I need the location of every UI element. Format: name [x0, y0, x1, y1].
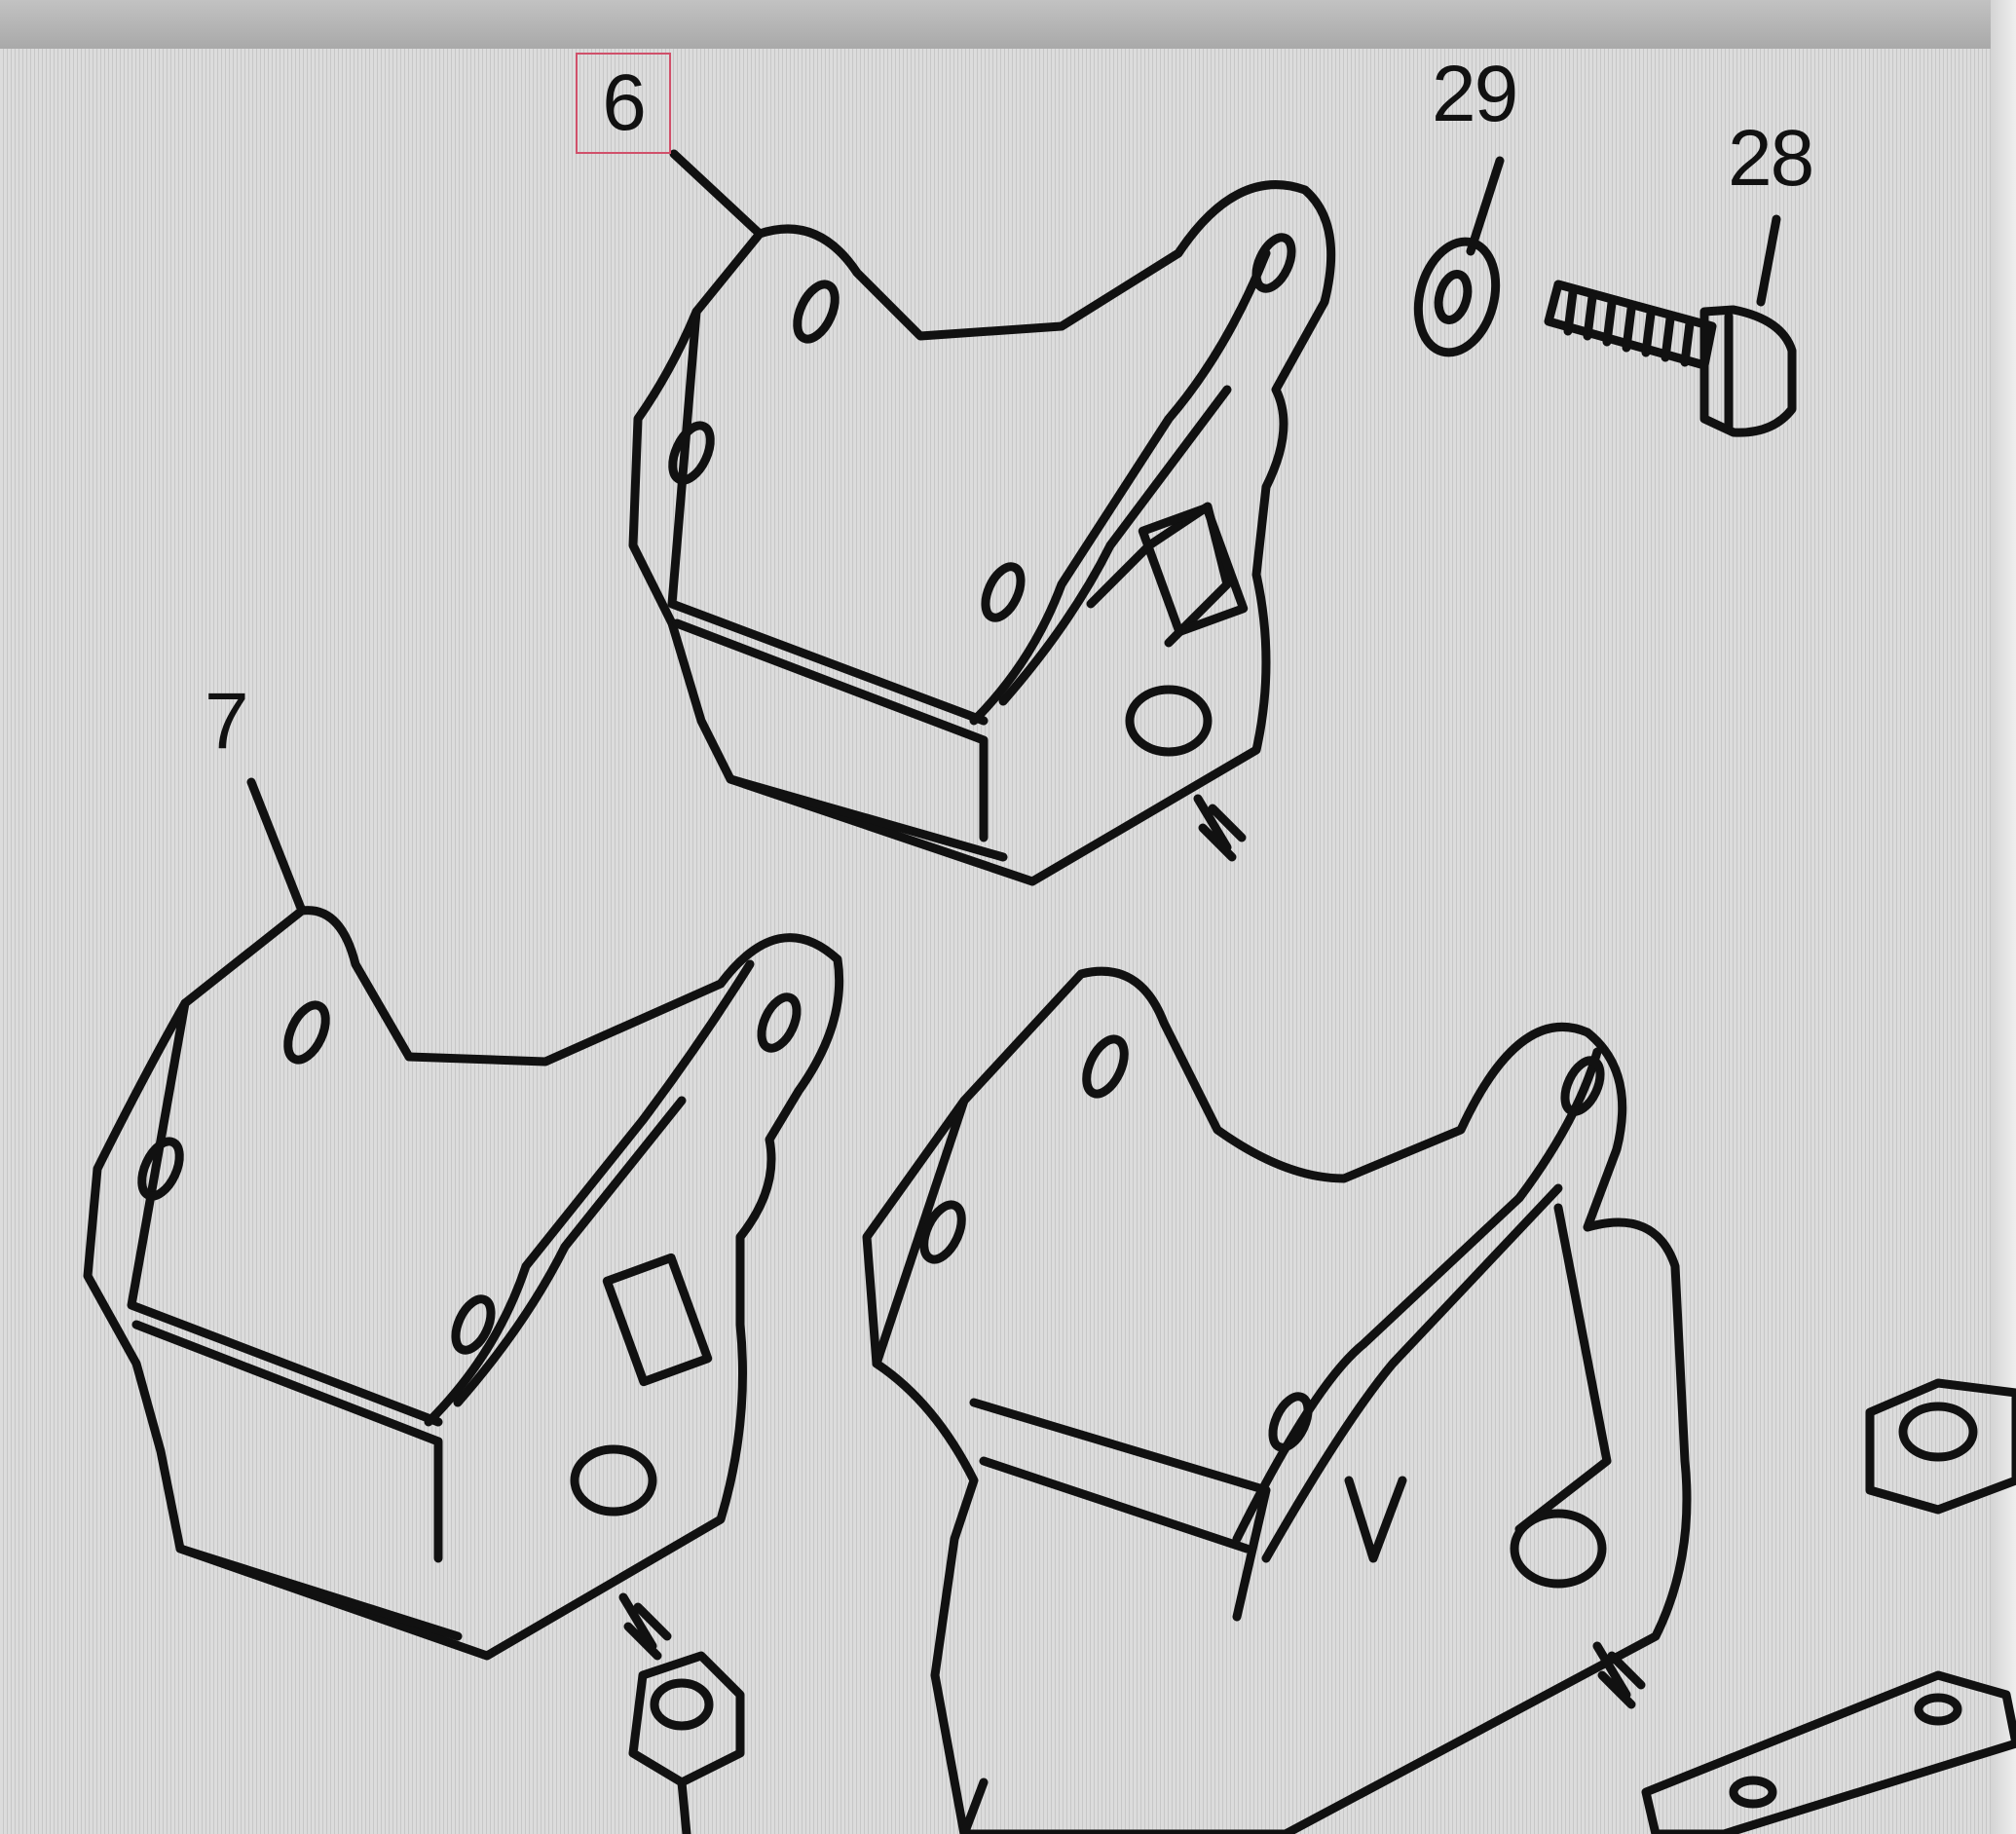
washer-part-29[interactable] — [1406, 233, 1507, 361]
nut-lower[interactable] — [628, 1651, 745, 1834]
callout-part-28[interactable]: 28 — [1728, 114, 1814, 203]
callout-part-6[interactable]: 6 — [576, 53, 671, 154]
nut-right[interactable] — [1865, 1378, 2016, 1515]
leader-line-6 — [669, 149, 765, 239]
callout-part-7[interactable]: 7 — [205, 677, 249, 766]
engine-mount-bracket[interactable] — [862, 966, 1692, 1834]
monitor-bezel-right — [1991, 0, 2016, 1834]
callout-part-29[interactable]: 29 — [1432, 50, 1518, 138]
leader-line-29 — [1466, 156, 1505, 256]
leader-line-28 — [1756, 214, 1781, 307]
leader-lines — [246, 149, 1781, 916]
engine-mount-part-7[interactable] — [83, 906, 844, 1661]
engine-mount-part-6[interactable] — [628, 180, 1336, 886]
mounting-plate[interactable] — [1641, 1670, 2016, 1834]
bolt-part-28[interactable] — [1544, 280, 1797, 437]
monitor-bezel-top — [0, 0, 2016, 49]
leader-line-7 — [246, 777, 307, 916]
